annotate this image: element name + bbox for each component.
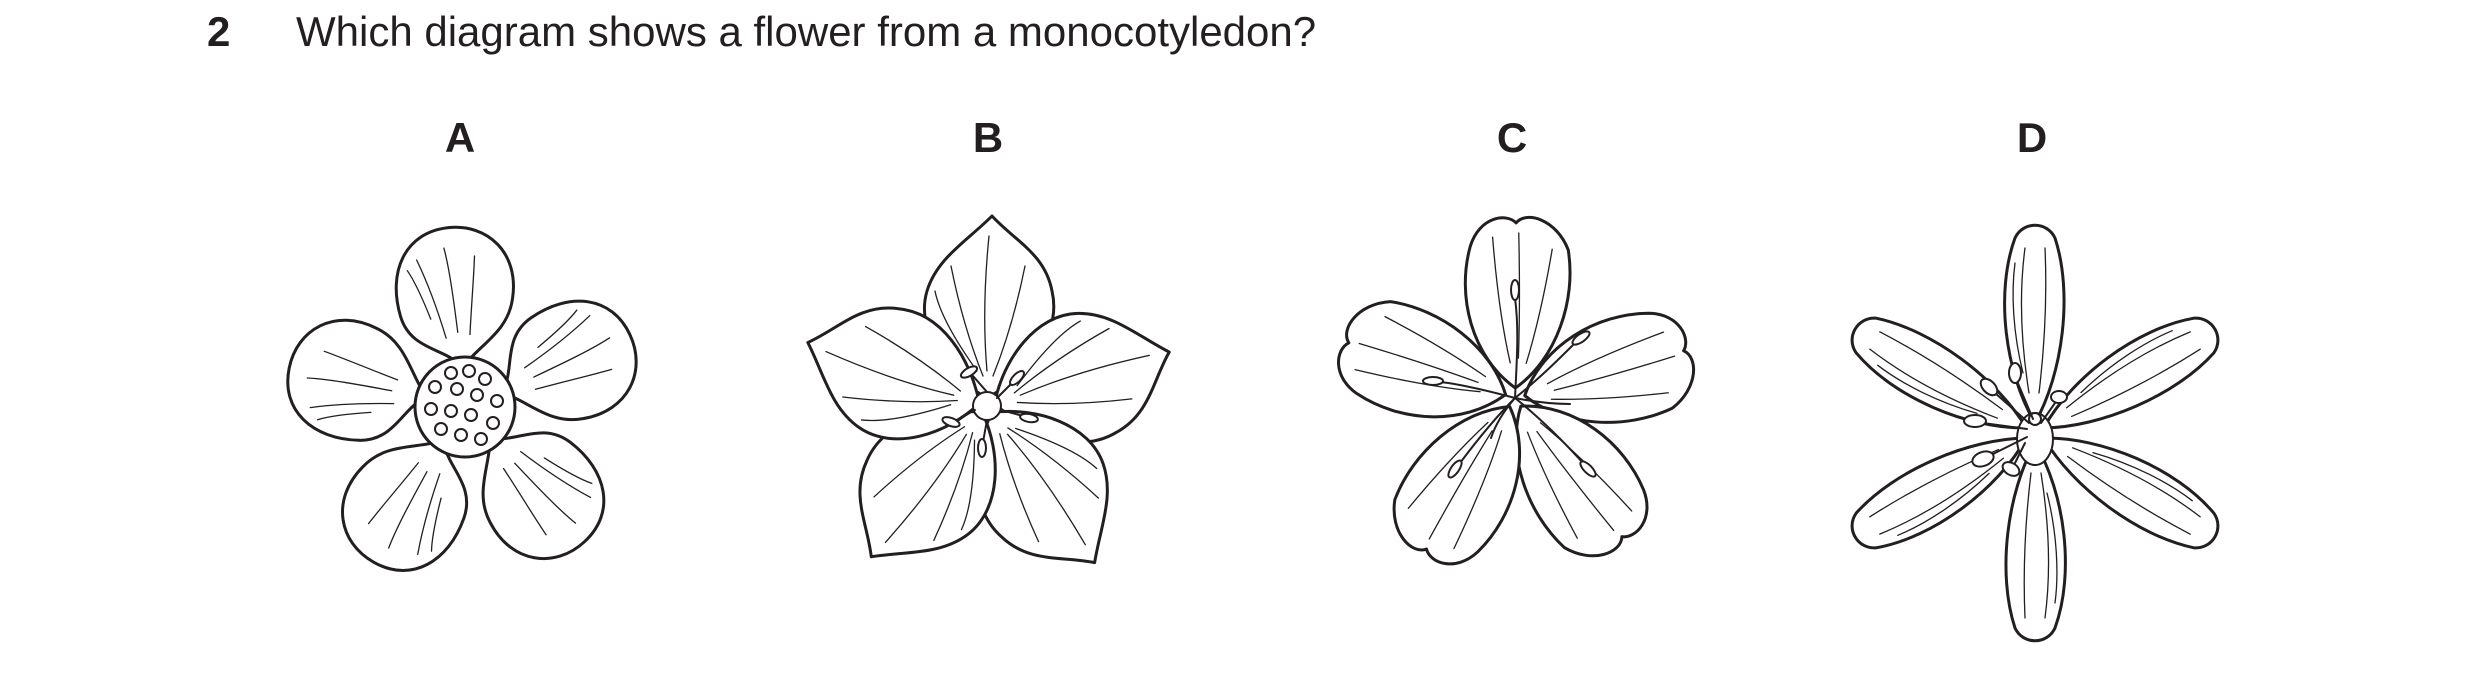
six-petal-flower-icon xyxy=(1800,208,2270,658)
five-petal-lily-flower-icon xyxy=(1300,210,1730,610)
question-text: Which diagram shows a flower from a mono… xyxy=(296,8,1317,55)
five-round-petal-flower-icon xyxy=(255,210,675,605)
option-a-label: A xyxy=(444,114,476,161)
option-c-label: C xyxy=(1496,114,1528,161)
five-pointed-petal-flower-icon xyxy=(770,210,1205,610)
option-d-label: D xyxy=(2016,114,2048,161)
option-b-label: B xyxy=(972,114,1004,161)
question-number: 2 xyxy=(207,8,231,55)
